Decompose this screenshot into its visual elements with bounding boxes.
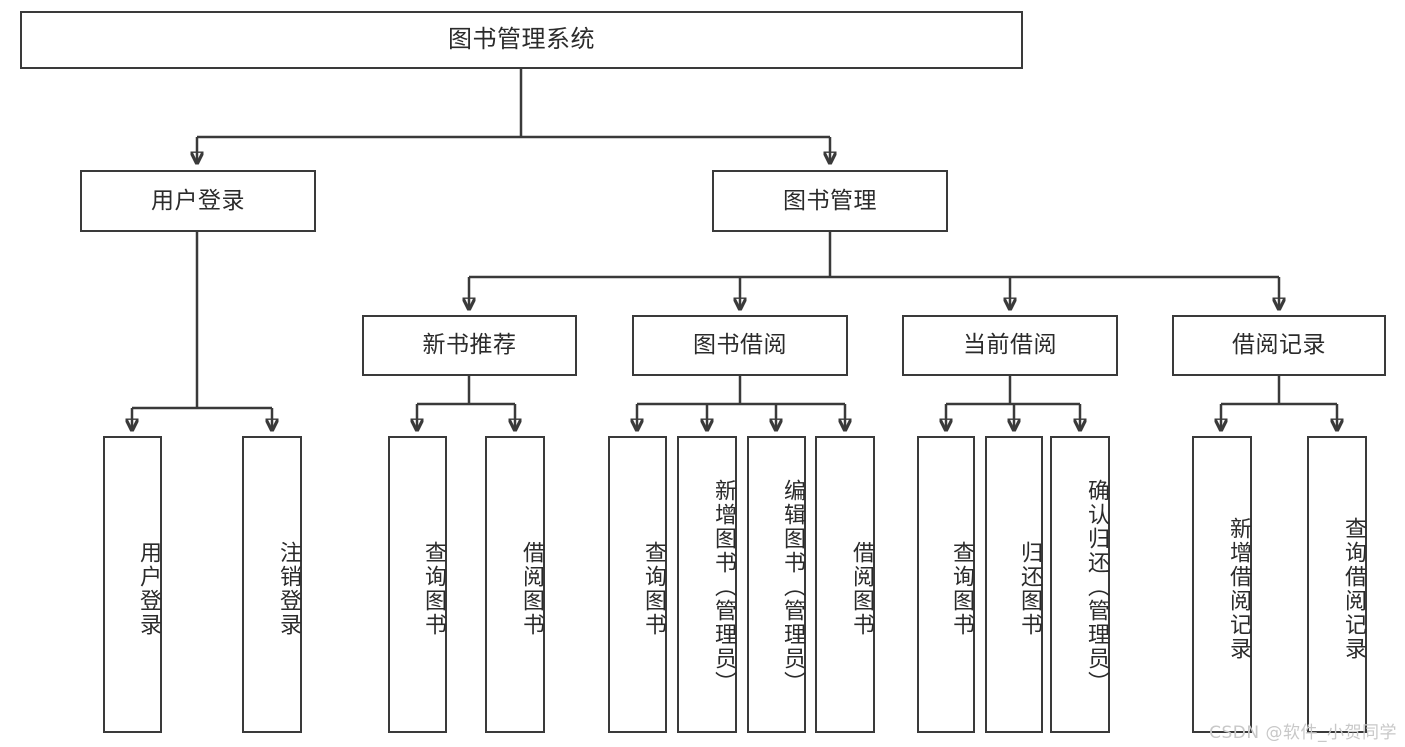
node-current-borrow[interactable]: 当前借阅 [902,315,1118,376]
leaf-recommend-query-book[interactable]: 查询图书 [388,436,447,733]
leaf-borrow-edit-book-admin[interactable]: 编辑图书（管理员） [747,436,806,733]
leaf-record-add-record[interactable]: 新增借阅记录 [1192,436,1252,733]
leaf-user-login-signin[interactable]: 用户登录 [103,436,162,733]
leaf-current-return-book[interactable]: 归还图书 [985,436,1043,733]
watermark-text: CSDN @软件_小贺同学 [1209,723,1397,743]
node-user-login[interactable]: 用户登录 [80,170,316,232]
node-borrow-record[interactable]: 借阅记录 [1172,315,1386,376]
leaf-recommend-borrow-book[interactable]: 借阅图书 [485,436,545,733]
leaf-user-login-signout[interactable]: 注销登录 [242,436,302,733]
leaf-borrow-borrow-book[interactable]: 借阅图书 [815,436,875,733]
leaf-current-confirm-return-admin[interactable]: 确认归还（管理员） [1050,436,1110,733]
leaf-borrow-query-book[interactable]: 查询图书 [608,436,667,733]
leaf-record-query-record[interactable]: 查询借阅记录 [1307,436,1367,733]
node-new-book-recommend[interactable]: 新书推荐 [362,315,577,376]
leaf-current-query-book[interactable]: 查询图书 [917,436,975,733]
leaf-borrow-add-book-admin[interactable]: 新增图书（管理员） [677,436,737,733]
node-book-management[interactable]: 图书管理 [712,170,948,232]
node-book-borrow[interactable]: 图书借阅 [632,315,848,376]
node-root-system[interactable]: 图书管理系统 [20,11,1023,69]
